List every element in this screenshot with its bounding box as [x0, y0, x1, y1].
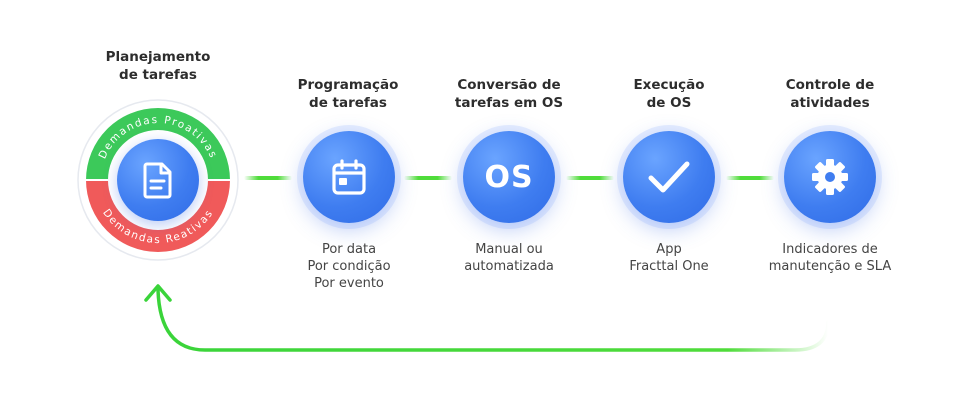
- step-title-conversao: Conversão de tarefas em OS: [454, 77, 564, 111]
- feedback-loop-arrowhead: [144, 284, 172, 302]
- checkmark-icon: [648, 161, 690, 193]
- connector-2: [404, 176, 452, 180]
- step-title-programacao: Programação de tarefas: [297, 77, 399, 111]
- os-text-icon: OS: [484, 159, 534, 195]
- step-desc-programacao: Por data Por condição Por evento: [307, 242, 391, 291]
- gear-icon: [812, 159, 848, 195]
- feedback-loop-arrow: [156, 288, 830, 352]
- step-desc-controle: Indicadores de manutenção e SLA: [768, 242, 892, 274]
- node-execucao: [623, 131, 715, 223]
- ring-top-half: [86, 108, 230, 180]
- node-programacao: [303, 131, 395, 223]
- step-title-planejamento: Planejamento de tarefas: [105, 49, 211, 83]
- connector-4: [726, 176, 774, 180]
- node-controle: [784, 131, 876, 223]
- step-desc-conversao: Manual ou automatizada: [464, 242, 554, 274]
- node-planejamento: [117, 139, 199, 221]
- node-conversao: OS: [463, 131, 555, 223]
- step-title-execucao: Execução de OS: [633, 77, 705, 111]
- step-title-controle: Controle de atividades: [785, 77, 875, 111]
- connector-3: [566, 176, 614, 180]
- calendar-icon: [332, 159, 366, 195]
- step-desc-execucao: App Fracttal One: [629, 242, 709, 274]
- ring-bottom-half: [86, 180, 230, 252]
- document-icon: [143, 162, 172, 199]
- connector-1: [244, 176, 292, 180]
